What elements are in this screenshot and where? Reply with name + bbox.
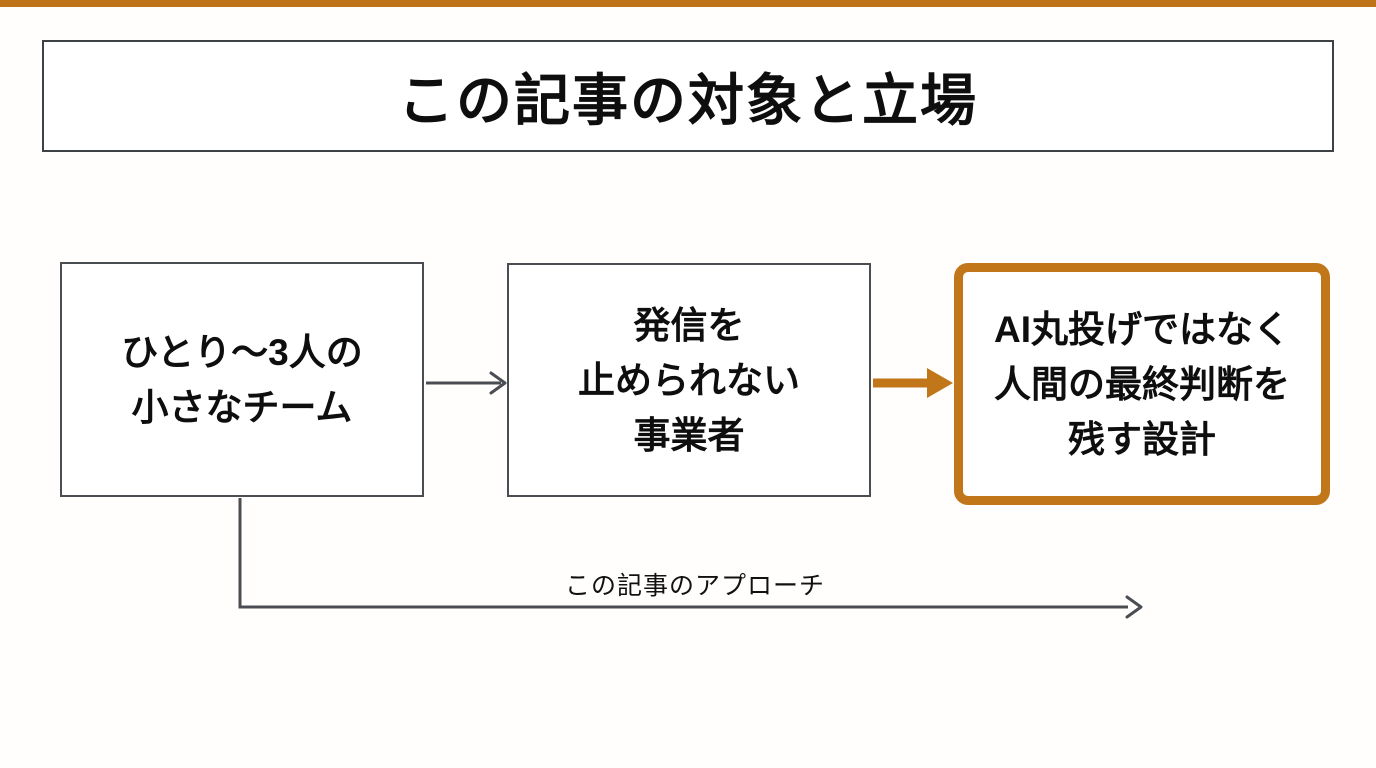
slide-title: この記事の対象と立場 bbox=[398, 68, 978, 132]
flow-box-design-line-2: 人間の最終判断を bbox=[994, 363, 1290, 405]
approach-label: この記事のアプローチ bbox=[564, 572, 825, 600]
flow-box-design-line-1: AI丸投げではなく bbox=[994, 308, 1290, 350]
arrow-business-to-design-icon bbox=[873, 368, 953, 398]
flow-box-business-line-3: 事業者 bbox=[633, 414, 745, 456]
flow-box-team-line-2: 小さなチーム bbox=[131, 386, 353, 428]
flow-box-business: 発信を 止められない 事業者 bbox=[507, 263, 871, 497]
flow-box-design-emphasized: AI丸投げではなく 人間の最終判断を 残す設計 bbox=[954, 263, 1330, 505]
arrow-team-to-business-icon bbox=[426, 371, 507, 395]
top-accent-bar bbox=[0, 0, 1376, 7]
flow-box-business-line-1: 発信を bbox=[633, 304, 745, 346]
flow-box-business-line-2: 止められない bbox=[578, 359, 800, 401]
flow-box-team-line-1: ひとり〜3人の bbox=[121, 331, 363, 373]
flow-box-design-line-3: 残す設計 bbox=[1068, 418, 1216, 460]
flow-box-team: ひとり〜3人の 小さなチーム bbox=[60, 262, 424, 497]
title-box: この記事の対象と立場 bbox=[42, 40, 1334, 152]
